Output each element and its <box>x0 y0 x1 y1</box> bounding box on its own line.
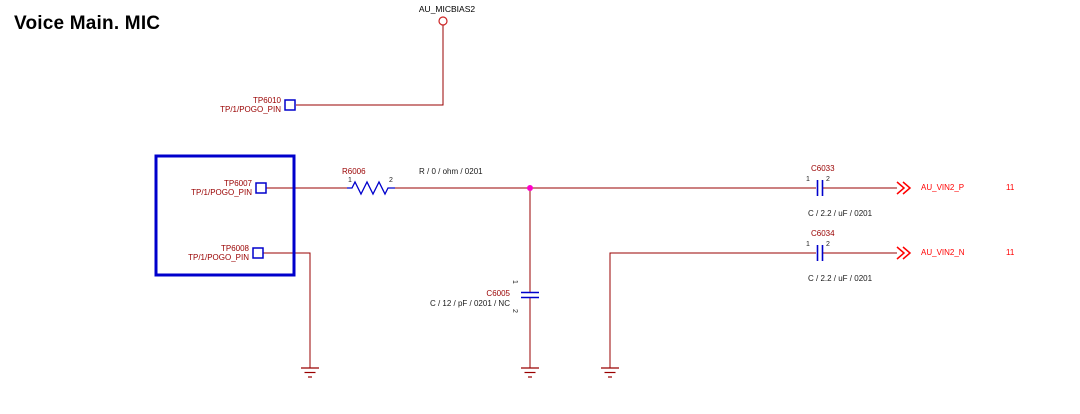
offpage-chevron-vin2p-icon <box>896 181 912 195</box>
r6006-ref: R6006 <box>342 167 366 176</box>
c6033-value: C / 2.2 / uF / 0201 <box>808 209 873 218</box>
resistor-r6006-symbol <box>347 180 395 196</box>
testpoint-tp6010-square <box>284 99 296 111</box>
page-ref-vin2-n: 11 <box>1006 248 1015 257</box>
net-label-au-micbias2: AU_MICBIAS2 <box>418 4 476 14</box>
testpoint-tp6007-square <box>255 182 267 194</box>
c6034-value: C / 2.2 / uF / 0201 <box>808 274 873 283</box>
capacitor-c6034-symbol <box>816 245 824 261</box>
tp6008-ref: TP6008 <box>220 244 249 253</box>
c6033-pin2: 2 <box>826 176 830 183</box>
capacitor-c6005-symbol <box>521 291 539 299</box>
wire-micbias-to-tp6010 <box>296 25 444 106</box>
offpage-chevron-vin2n-icon <box>896 246 912 260</box>
r6006-pin2: 2 <box>389 177 393 184</box>
page-title: Voice Main. MIC <box>14 13 161 34</box>
c6005-pin1: 1 <box>510 280 518 284</box>
c6005-ref: C6005 <box>486 289 510 298</box>
ground-icon-vin2n <box>601 367 619 378</box>
c6034-ref: C6034 <box>811 229 835 238</box>
wire-tp6008-to-ground <box>263 252 311 368</box>
capacitor-c6033-symbol <box>816 180 824 196</box>
r6006-value: R / 0 / ohm / 0201 <box>419 167 483 176</box>
ground-icon-c6005 <box>521 367 539 378</box>
c6005-value: C / 12 / pF / 0201 / NC <box>429 299 510 308</box>
testpoint-tp6008-square <box>252 247 264 259</box>
c6033-ref: C6033 <box>811 164 835 173</box>
tp6010-value: TP/1/POGO_PIN <box>220 105 281 114</box>
ground-symbols <box>301 367 619 378</box>
tp6007-ref: TP6007 <box>223 179 252 188</box>
tp6007-value: TP/1/POGO_PIN <box>191 188 252 197</box>
net-label-au-vin2-p: AU_VIN2_P <box>921 183 965 192</box>
c6034-pin1: 1 <box>806 241 810 248</box>
net-label-au-vin2-n: AU_VIN2_N <box>921 248 965 257</box>
offpage-chevrons <box>896 181 912 260</box>
tp6010-ref: TP6010 <box>252 96 281 105</box>
c6033-pin1: 1 <box>806 176 810 183</box>
mic-connector-box <box>154 154 296 277</box>
junction-dot <box>527 185 533 191</box>
micbias-terminal-circle <box>438 16 448 26</box>
ground-icon-tp6008 <box>301 367 319 378</box>
c6034-pin2: 2 <box>826 241 830 248</box>
wires <box>263 25 897 368</box>
r6006-pin1: 1 <box>348 177 352 184</box>
tp6008-value: TP/1/POGO_PIN <box>188 253 249 262</box>
c6005-pin2: 2 <box>510 309 518 313</box>
page-ref-vin2-p: 11 <box>1006 183 1015 192</box>
wire-ground-to-c6034 <box>609 252 816 368</box>
